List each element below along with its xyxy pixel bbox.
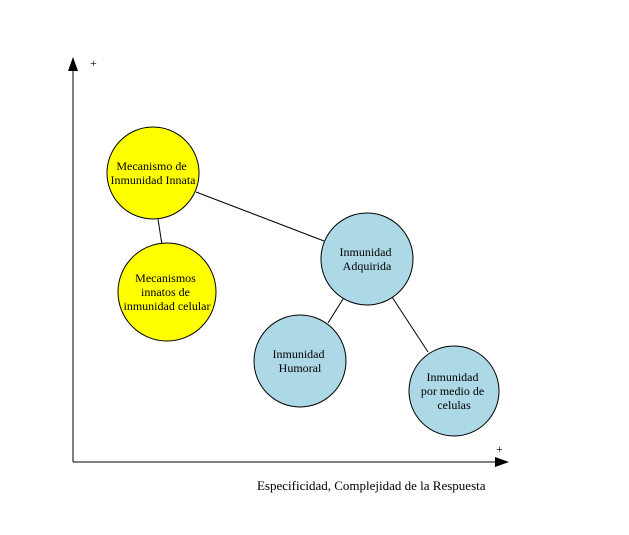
node-label-line: por medio de [421, 384, 484, 398]
node-label-line: Adquirida [343, 259, 392, 273]
connector-innate-to-cellular [157, 218, 163, 246]
node-humoral: Inmunidad Humoral [253, 314, 347, 408]
node-circle [253, 314, 347, 408]
node-circle [320, 212, 414, 306]
y-axis-arrowhead [68, 57, 78, 71]
connector-acquired-to-cellular [391, 296, 429, 353]
node-label: Inmunidad Humoral [273, 347, 328, 375]
x-axis-arrowhead [495, 457, 509, 467]
node-label-line: innatos de [141, 285, 190, 299]
node-label-line: Mecanismo de [116, 159, 186, 173]
node-label-line: inmunidad celular [124, 299, 211, 313]
node-label-line: Humoral [279, 361, 322, 375]
node-circle [117, 242, 217, 342]
node-label: Inmunidad Adquirida [340, 245, 395, 273]
connectors [157, 191, 429, 353]
x-axis-title: Especificidad, Complejidad de la Respues… [257, 478, 486, 493]
y-axis-plus-label: + [90, 56, 97, 70]
connector-innate-to-acquired [195, 191, 325, 242]
node-label-line: Inmunidad [427, 370, 479, 384]
node-innate-mechanism: Mecanismo de Inmunidad Innata [106, 126, 200, 220]
node-label-line: celulas [437, 398, 471, 412]
node-circle [106, 126, 200, 220]
node-label: Mecanismo de Inmunidad Innata [111, 159, 197, 187]
node-label-line: Inmunidad [273, 347, 325, 361]
node-acquired: Inmunidad Adquirida [320, 212, 414, 306]
node-innate-cellular: Mecanismos innatos de inmunidad celular [117, 242, 217, 342]
node-label: Inmunidad por medio de celulas [421, 370, 487, 412]
node-label-line: Inmunidad Innata [111, 173, 197, 187]
connector-acquired-to-humoral [327, 298, 344, 324]
node-cellular-immunity: Inmunidad por medio de celulas [408, 345, 500, 437]
axes: + + Especificidad, Complejidad de la Res… [68, 56, 509, 493]
node-label-line: Inmunidad [340, 245, 392, 259]
node-circle [408, 345, 500, 437]
node-label: Mecanismos innatos de inmunidad celular [124, 271, 211, 313]
x-axis-plus-label: + [496, 442, 503, 456]
node-label-line: Mecanismos [135, 271, 196, 285]
